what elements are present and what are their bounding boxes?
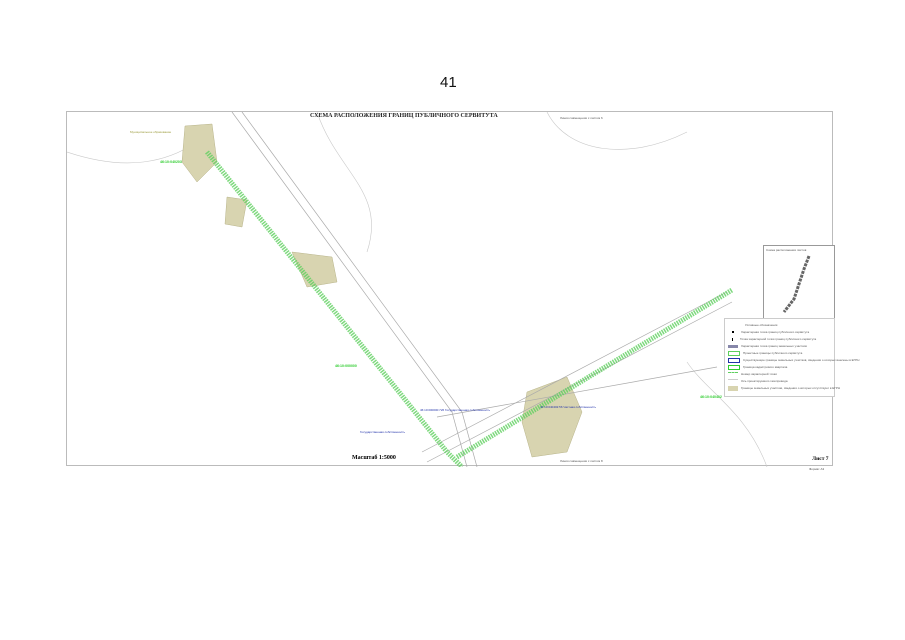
inset-map: Схема расположения листов	[763, 245, 835, 320]
parcel-label: Государственная собственность	[360, 430, 406, 434]
parcel-label: Муниципальное образование	[130, 130, 172, 134]
legend-item: Ось проектируемого газопровода	[728, 378, 831, 384]
legend: Условные обозначения Характерная точка г…	[724, 318, 859, 397]
cadastral-number: 46:10:040203	[160, 160, 182, 164]
legend-title: Условные обозначения	[745, 323, 778, 327]
parcel	[181, 123, 218, 183]
servitude-strip	[205, 150, 464, 469]
legend-item: Характерная точка границ земельных участ…	[728, 343, 831, 349]
paper-format: Формат А3	[809, 467, 825, 471]
map-canvas	[66, 111, 768, 469]
road	[421, 291, 728, 453]
sheet-number: Лист 7	[812, 456, 829, 462]
map-title: СХЕМА РАСПОЛОЖЕНИЯ ГРАНИЦ ПУБЛИЧНОГО СЕР…	[310, 113, 498, 119]
page-number: 41	[440, 74, 457, 91]
legend-item: Граница кадастрового квартала	[728, 364, 831, 370]
servitude-strip	[455, 287, 734, 460]
parcel-label: 46:10:000000:726 Государственная собстве…	[420, 408, 491, 412]
legend-item: Номер характерной точки	[728, 371, 831, 377]
legend-item: Границы земельных участков, сведения о к…	[728, 385, 840, 391]
inset-sheets	[782, 255, 811, 313]
map-scale: Масштаб 1:5000	[352, 455, 396, 461]
parcel	[291, 251, 338, 288]
legend-item: Характерная точка границ публичного серв…	[728, 329, 831, 335]
match-line-bottom: Линия совмещения с листом 8	[560, 459, 603, 463]
map-frame	[66, 111, 833, 469]
cadastral-number: 46:10:000000	[335, 364, 357, 368]
contour-line	[686, 361, 768, 468]
legend-item: Точка характерной точки границ публичног…	[728, 336, 831, 342]
parcel	[521, 376, 583, 458]
cadastral-number: 46:10:040402	[700, 395, 722, 399]
legend-item: Существующие границы земельных участков,…	[728, 357, 859, 363]
road	[436, 366, 718, 418]
legend-item: Проектные границы публичного сервитута	[728, 350, 831, 356]
road	[241, 111, 478, 468]
match-line-top: Линия совмещения с листом 6	[560, 116, 603, 120]
parcel-label: 46:10:040402:56 Частная собственность	[540, 405, 597, 409]
parcel	[224, 196, 248, 228]
contour-line	[546, 111, 688, 150]
inset-title: Схема расположения листов	[766, 248, 807, 252]
road	[231, 111, 468, 468]
contour-line	[316, 111, 372, 253]
